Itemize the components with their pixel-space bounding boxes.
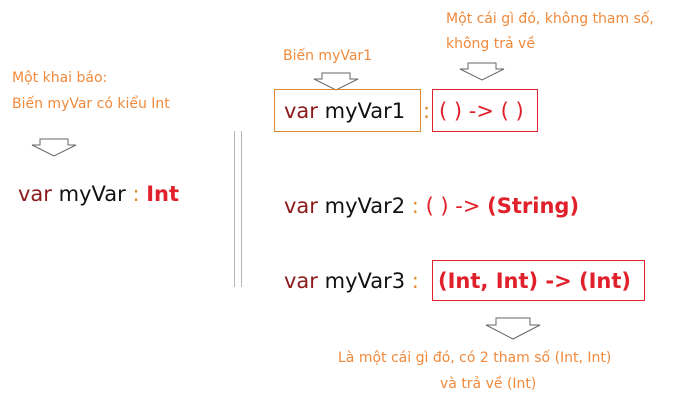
line3-name: myVar3 — [324, 269, 406, 293]
divider-line-1 — [234, 131, 235, 287]
bottom-down-arrow-icon — [485, 317, 541, 340]
left-code-colon: : — [132, 182, 140, 206]
func-label-line-2: không trả về — [446, 36, 535, 52]
line1-keyword: var — [284, 99, 318, 123]
func-down-arrow-icon — [459, 62, 505, 81]
line2-code: var myVar2 : ( ) -> (String) — [284, 193, 579, 219]
var1-label: Biến myVar1 — [283, 48, 373, 64]
line1-colon: : — [423, 99, 431, 123]
left-code-keyword: var — [18, 182, 52, 206]
line2-name: myVar2 — [324, 194, 406, 218]
line2-keyword: var — [284, 194, 318, 218]
line3-keyword: var — [284, 269, 318, 293]
line1-type: ( ) -> ( ) — [439, 99, 524, 123]
left-note-line-1: Một khai báo: — [12, 70, 108, 86]
left-code-name: myVar — [58, 182, 126, 206]
func-label-line-1: Một cái gì đó, không tham số, — [446, 11, 654, 27]
line1-name: myVar1 — [324, 99, 406, 123]
left-note-line-2: Biến myVar có kiểu Int — [12, 96, 170, 112]
var1-name-box — [274, 89, 421, 132]
divider-line-2 — [241, 131, 242, 287]
line1-code: var myVar1 — [284, 98, 405, 124]
left-code-type: Int — [146, 182, 180, 206]
var1-down-arrow-icon — [313, 72, 359, 91]
bottom-note-line-1: Là một cái gì đó, có 2 tham số (Int, Int… — [338, 350, 612, 366]
left-code: var myVar : Int — [18, 181, 179, 207]
line2-colon: : — [411, 194, 419, 218]
func3-type-box — [432, 260, 645, 301]
line3-colon: : — [411, 269, 419, 293]
line3-code: var myVar3 : — [284, 268, 419, 294]
bottom-note-line-2: và trả về (Int) — [440, 376, 537, 392]
func-type-box — [432, 89, 538, 132]
line2-return: (String) — [487, 194, 580, 218]
line3-type: (Int, Int) -> (Int) — [438, 269, 632, 293]
left-down-arrow-icon — [31, 138, 77, 157]
line2-params: ( ) -> — [425, 194, 488, 218]
